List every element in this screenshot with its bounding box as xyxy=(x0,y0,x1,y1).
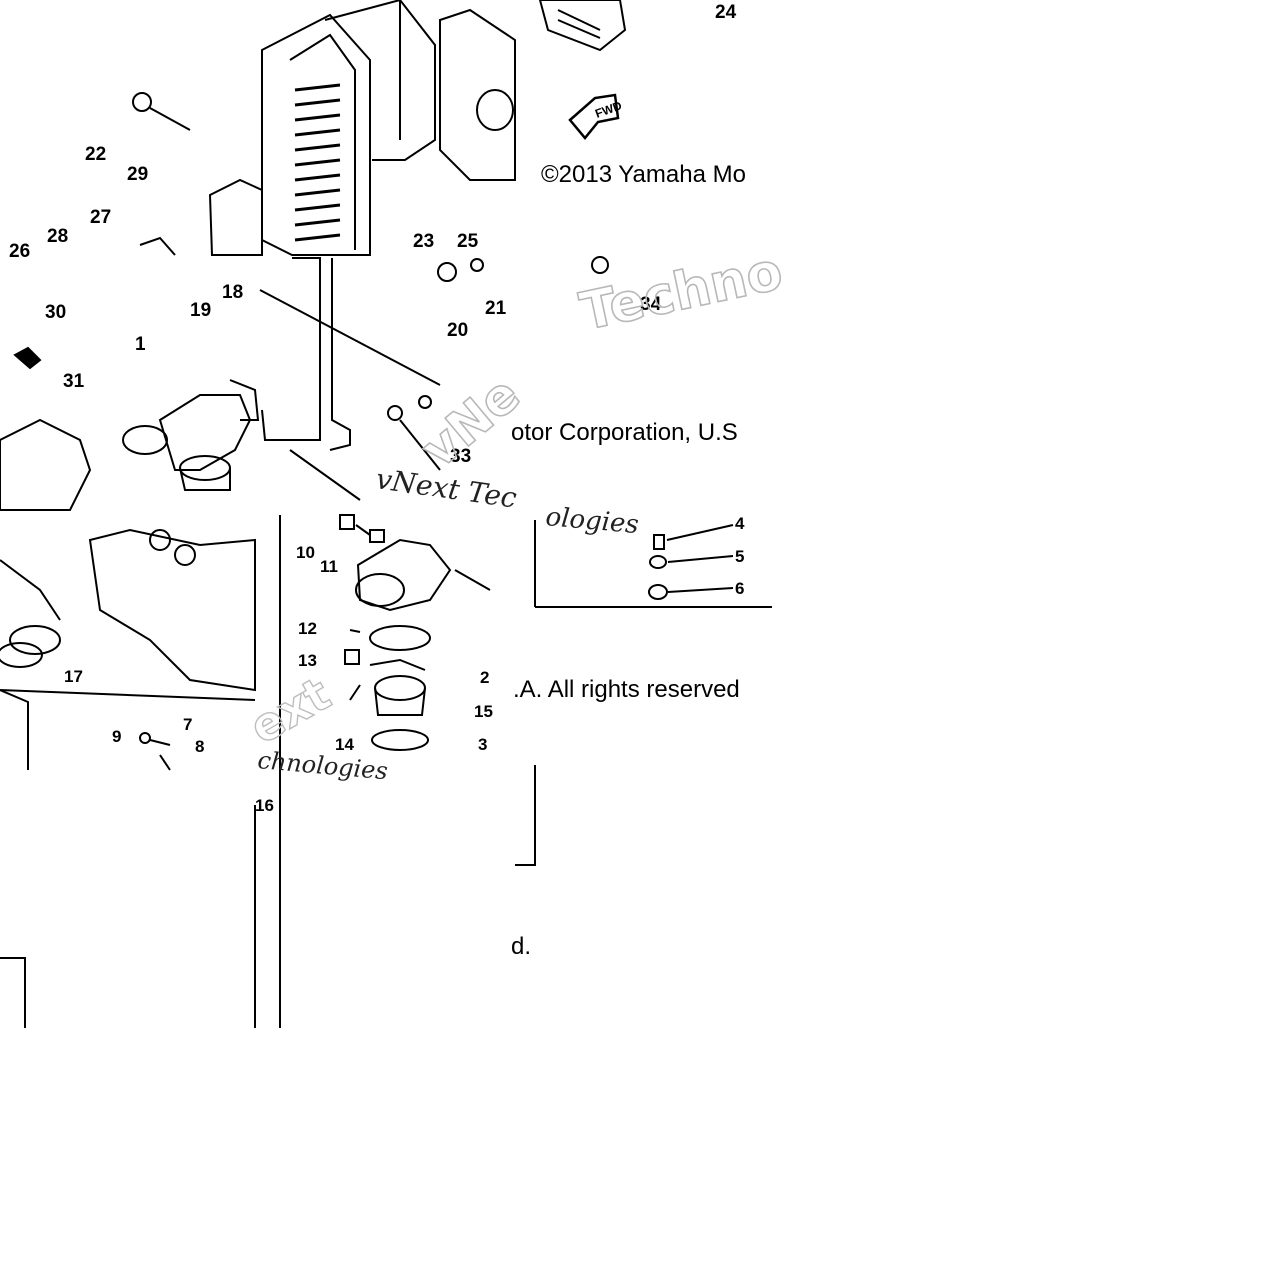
callout-25: 25 xyxy=(457,231,479,252)
callout-28: 28 xyxy=(47,226,68,247)
callout-17: 17 xyxy=(64,667,83,686)
callout-1: 1 xyxy=(135,334,146,355)
callout-6: 6 xyxy=(735,579,744,598)
callout-26: 26 xyxy=(9,241,30,262)
forward-arrow-icon: FWD xyxy=(568,93,624,140)
callout-7: 7 xyxy=(183,715,192,734)
callout-27: 27 xyxy=(90,207,111,228)
carburetor-assembly-left xyxy=(0,346,260,771)
watermark-techno: Techno xyxy=(575,242,787,343)
callouts: 24 22 29 27 28 26 23 25 20 21 34 30 18 1… xyxy=(9,2,745,815)
callout-9: 9 xyxy=(112,727,121,746)
watermark-ologies: ologies xyxy=(544,502,640,540)
watermark-chnologies: chnologies xyxy=(256,746,388,785)
callout-4: 4 xyxy=(735,514,745,533)
copyright-fragment-3: .A. All rights reserved xyxy=(513,678,740,702)
callout-12: 12 xyxy=(298,619,317,638)
callout-30: 30 xyxy=(45,302,66,323)
callout-18: 18 xyxy=(222,282,243,303)
callout-24: 24 xyxy=(715,2,737,23)
callout-11: 11 xyxy=(320,557,338,576)
callout-16: 16 xyxy=(255,796,274,815)
copyright-fragment-1: ©2013 Yamaha Mo xyxy=(541,163,746,187)
callout-22: 22 xyxy=(85,144,106,165)
callout-20: 20 xyxy=(447,320,468,341)
air-cleaner-assembly xyxy=(132,0,627,256)
callout-19: 19 xyxy=(190,300,211,321)
jet-detail-box xyxy=(0,520,772,1028)
callout-15: 15 xyxy=(474,702,493,721)
callout-8: 8 xyxy=(195,737,204,756)
copyright-fragment-2: otor Corporation, U.S xyxy=(511,421,738,445)
callout-34: 34 xyxy=(640,294,662,315)
callout-29: 29 xyxy=(127,164,148,185)
callout-23: 23 xyxy=(413,231,434,252)
callout-10: 10 xyxy=(296,543,315,562)
callout-21: 21 xyxy=(485,298,507,319)
callout-2: 2 xyxy=(480,668,489,687)
callout-33: 33 xyxy=(450,446,471,467)
callout-14: 14 xyxy=(335,735,354,754)
callout-5: 5 xyxy=(735,547,744,566)
copyright-fragment-4: d. xyxy=(511,935,532,959)
callout-31: 31 xyxy=(63,371,85,392)
air-filter-center xyxy=(259,256,609,501)
callout-13: 13 xyxy=(298,651,317,670)
carburetor-detail xyxy=(254,514,491,1028)
callout-3: 3 xyxy=(478,735,487,754)
